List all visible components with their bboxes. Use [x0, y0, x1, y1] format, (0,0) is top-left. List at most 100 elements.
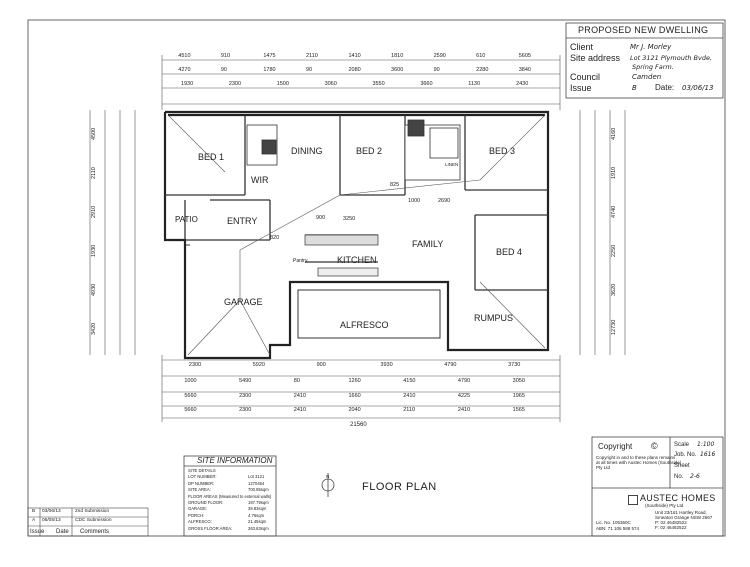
room-rumpus: RUMPUS — [474, 313, 514, 323]
internal-dimension-label: 820 — [270, 235, 280, 241]
company-phone: P: 02 46482522 — [655, 520, 687, 525]
dimension-label: 1260 — [348, 378, 361, 384]
north-arrow — [321, 473, 335, 497]
site-value-line1: Lot 3121 Plymouth Bvde, — [630, 54, 713, 62]
site-info-value: 263.83sqm — [248, 525, 269, 531]
dimension-label: 2430 — [516, 81, 529, 87]
dimension-label: 2410 — [457, 407, 471, 413]
dimension-label: 90 — [433, 67, 440, 73]
dimension-label: 1930 — [91, 244, 97, 258]
dimension-label: 1930 — [180, 81, 194, 87]
internal-dimension-label: 825 — [390, 182, 400, 188]
dimension-label: 2410 — [293, 407, 307, 413]
dimension-label: 2080 — [348, 67, 361, 73]
site-info-box — [183, 455, 277, 537]
site-info-heading: SITE INFORMATION — [197, 456, 273, 465]
dimension-label: 4790 — [444, 362, 457, 368]
room-bed2: BED 2 — [356, 146, 383, 156]
site-info-value: 197.79sqm — [248, 500, 269, 505]
internal-dimension-label: 3250 — [343, 216, 356, 222]
dimension-label: 910 — [220, 53, 231, 59]
bottom-dimension-lines — [161, 355, 561, 422]
title-heading: PROPOSED NEW DWELLING — [578, 25, 709, 35]
room-linen: LINEN — [445, 162, 459, 167]
dimension-label: 1565 — [512, 407, 525, 413]
dimension-label: 3930 — [380, 362, 393, 368]
dimension-label: 2410 — [293, 393, 307, 399]
sheet-border — [27, 19, 726, 537]
dimension-label: 1810 — [391, 53, 404, 59]
dimension-label: 2410 — [403, 393, 416, 399]
wet-areas — [246, 119, 461, 181]
scale-value: 1:100 — [697, 441, 715, 448]
site-info-label: GROSS FLOOR AREA: — [188, 525, 233, 531]
client-label: Client — [570, 42, 594, 52]
room-bed3: BED 3 — [489, 146, 516, 156]
overall-width: 21560 — [350, 422, 367, 428]
room-bed1: BED 1 — [198, 152, 225, 162]
dimension-label: 3600 — [391, 67, 404, 73]
dimension-label: 2590 — [433, 53, 446, 59]
dimension-label: 1660 — [348, 393, 361, 399]
site-info-label: LOT NUMBER: — [188, 474, 217, 480]
room-bed4: BED 4 — [496, 247, 523, 257]
site-info-value: 39.83sqm — [248, 506, 267, 512]
dimension-label: 1500 — [276, 81, 289, 87]
dimension-label: 900 — [316, 362, 326, 368]
dimension-label: 1780 — [263, 67, 276, 73]
issue-cell-date: 06/05/13 — [42, 518, 61, 523]
copyright-text-1: Copyright in and to these plans remains — [596, 455, 676, 460]
room-alfresco: ALFRESCO — [340, 320, 389, 330]
issue-header-comments: Comments — [80, 529, 110, 535]
room-wir: WIR — [251, 175, 269, 185]
sheet-value: 2-6 — [690, 473, 700, 480]
site-info-label: DP NUMBER: — [188, 480, 215, 486]
client-value: Mr J. Morley — [630, 43, 672, 51]
dimension-label: 80 — [293, 378, 300, 384]
title-block — [565, 22, 724, 99]
dimension-label: 3730 — [508, 362, 521, 368]
dimension-label: 5490 — [239, 378, 252, 384]
copyright-text-3: Pty Ltd — [596, 465, 611, 470]
dimension-label: 1910 — [611, 166, 617, 179]
dimension-label: 3550 — [372, 81, 385, 87]
dimension-label: 1965 — [512, 393, 525, 399]
dimension-label: 3050 — [512, 378, 525, 384]
dimension-label: 610 — [476, 53, 486, 59]
dimension-label: 4930 — [91, 284, 97, 297]
internal-dimension-label: 2690 — [438, 198, 451, 204]
dimension-label: 4500 — [91, 127, 97, 140]
site-info-value: 700.85sqm — [248, 487, 269, 493]
kitchen-island — [317, 267, 379, 277]
issue-table — [27, 507, 149, 537]
sheet-no-label: No. — [674, 474, 684, 480]
dimension-label: 4510 — [178, 53, 191, 59]
dimension-label: 5660 — [184, 407, 197, 413]
site-info-label: GARAGE: — [188, 506, 208, 512]
company-address-1: Unit 23/161 Hartley Road, — [655, 510, 707, 515]
dimension-label: 2300 — [239, 407, 252, 413]
company-licence: Lic. No. 105360C — [596, 520, 631, 525]
dimension-label: 4150 — [403, 378, 416, 384]
dimension-label: 3420 — [91, 323, 97, 336]
sheet-label: Sheet — [674, 463, 690, 469]
dimension-label: 5605 — [518, 53, 531, 59]
dimension-label: 2910 — [91, 205, 97, 218]
council-value: Camden — [632, 73, 662, 81]
dimension-label: 2110 — [305, 53, 318, 59]
issue-header-date: Date — [56, 529, 69, 535]
dimension-label: 2110 — [403, 407, 416, 413]
top-dimension-lines — [161, 55, 561, 110]
dimension-label: 1000 — [184, 378, 197, 384]
job-label: Job. No. — [674, 452, 697, 458]
dimension-label: 1410 — [348, 53, 361, 59]
dimension-label: 4740 — [611, 205, 617, 218]
issue-cell-comment: CDC Submission — [75, 518, 112, 523]
dimension-label: 3060 — [324, 81, 337, 87]
site-info-label: SITE AREA: — [188, 487, 211, 493]
internal-dimension-label: 1000 — [408, 198, 421, 204]
company-abn: ABN: 71 106 588 574 — [596, 526, 640, 531]
north-label: N — [326, 474, 330, 479]
